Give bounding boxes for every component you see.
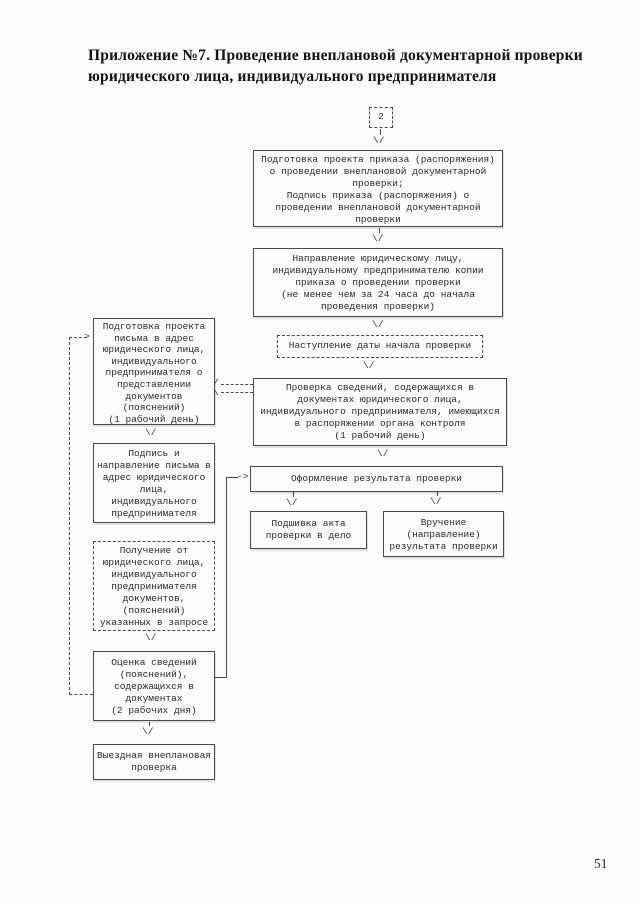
flow-ref-box-2: 2 xyxy=(369,107,393,128)
arrow-left-icon: \ xyxy=(213,387,219,398)
arrow-down-icon: \/ xyxy=(430,496,442,507)
flow-box-evaluate-information: Оценка сведений (пояснений), содержащихс… xyxy=(93,651,215,721)
connector-tick xyxy=(293,492,294,497)
flow-box-send-order-copy: Направление юридическому лицу, индивидуа… xyxy=(253,248,503,317)
flow-box-receive-documents: Получение от юридического лица, индивиду… xyxy=(93,541,215,631)
connector-tick xyxy=(437,491,438,496)
connector-solid-vertical xyxy=(226,477,227,678)
connector-tick xyxy=(149,722,150,726)
flow-box-prepare-order: Подготовка проекта приказа (распоряжения… xyxy=(253,150,503,227)
flow-box-onsite-inspection: Выездная внеплановая проверка xyxy=(93,744,215,780)
flow-box-verify-documents: Проверка сведений, содержащихся в докуме… xyxy=(253,378,507,446)
flow-box-start-date: Наступление даты начала проверки xyxy=(277,335,483,358)
connector-dashed-loop-bottom xyxy=(69,694,93,695)
arrow-right-icon: > xyxy=(84,331,90,342)
flow-box-file-act: Подшивка акта проверки в дело xyxy=(250,511,367,549)
connector-dashed-loop-vertical xyxy=(69,337,70,695)
arrow-down-icon: \/ xyxy=(372,319,384,330)
arrow-down-icon: \/ xyxy=(373,135,385,146)
arrow-right-icon: -> xyxy=(237,471,249,482)
arrow-down-icon: \/ xyxy=(145,632,157,643)
flow-box-format-result: Оформление результата проверки xyxy=(250,466,503,492)
connector-dashed-to-letter-upper xyxy=(221,384,253,385)
arrow-down-icon: \/ xyxy=(372,233,384,244)
connector-dashed-loop-top xyxy=(69,337,87,338)
page-number: 51 xyxy=(594,856,608,871)
connector-tick xyxy=(379,228,380,233)
flow-box-sign-send-letter: Подпись и направление письма в адрес юри… xyxy=(93,443,215,523)
connector-ref-tick xyxy=(380,129,381,135)
arrow-down-icon: \/ xyxy=(363,360,375,371)
flow-box-prepare-letter: Подготовка проекта письма в адрес юридич… xyxy=(93,318,215,425)
arrow-down-icon: \/ xyxy=(142,726,154,737)
arrow-down-icon: \/ xyxy=(286,497,298,508)
connector-solid-bottom xyxy=(215,677,227,678)
connector-solid-top xyxy=(226,477,238,478)
arrow-left-icon: / xyxy=(213,377,219,388)
page-title: Приложение №7. Проведение внеплановой до… xyxy=(88,47,583,85)
arrow-down-icon: \/ xyxy=(145,427,157,438)
arrow-down-icon: \/ xyxy=(377,448,389,459)
connector-dashed-to-letter-lower xyxy=(221,392,253,393)
flow-box-deliver-result: Вручение (направление) результата провер… xyxy=(383,511,504,557)
